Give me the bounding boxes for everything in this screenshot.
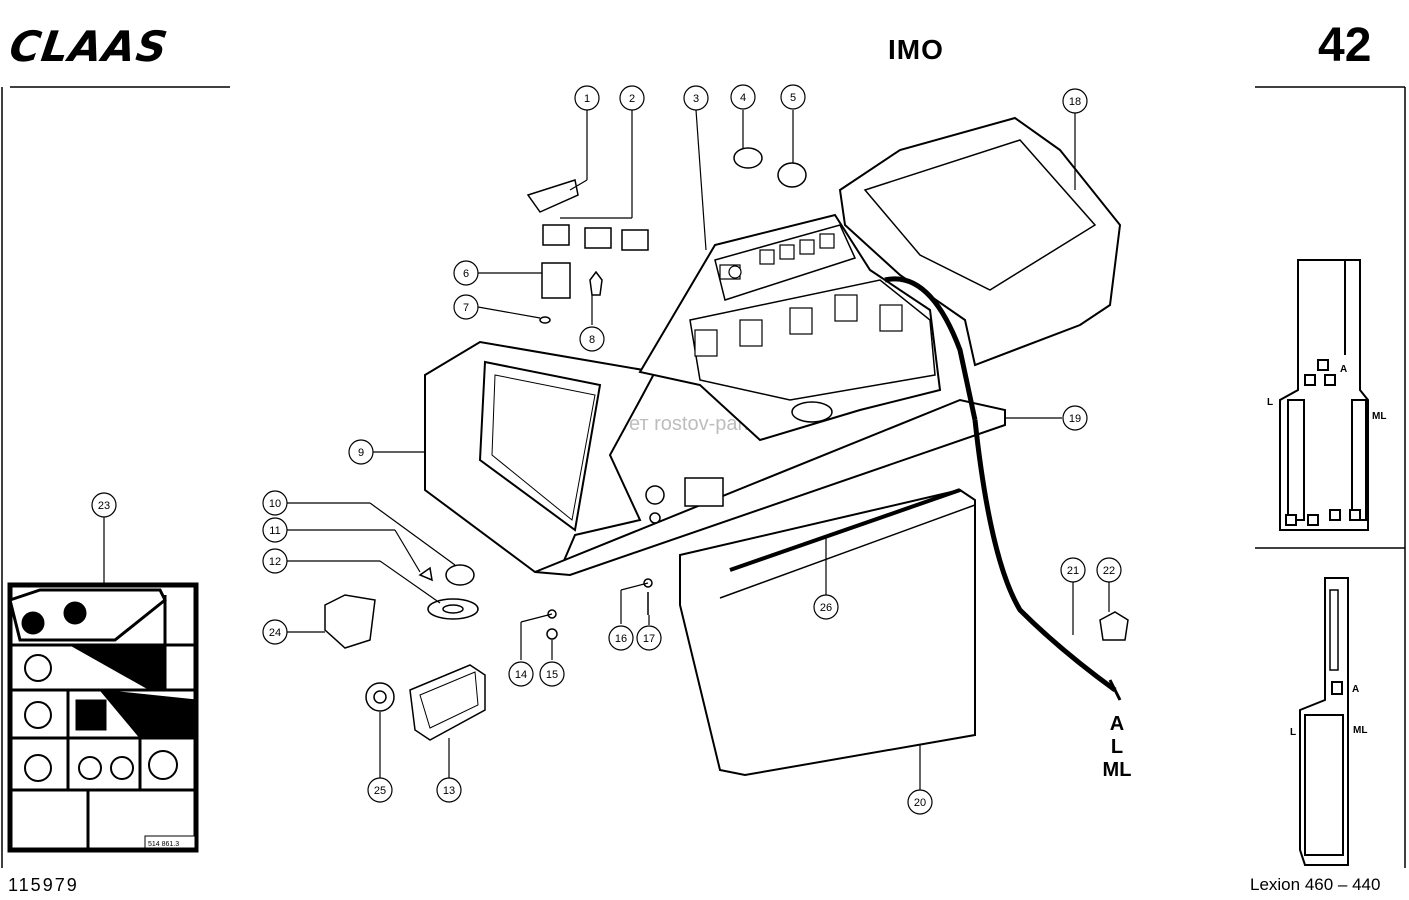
callout-20 — [907, 789, 933, 815]
callout-14 — [508, 661, 534, 687]
upper-schematic-a: A — [1340, 364, 1347, 375]
callout-7 — [453, 294, 479, 320]
svg-text:5: 5 — [790, 92, 796, 104]
cable — [972, 419, 1117, 693]
callouts — [103, 109, 1110, 790]
connector-label-l: L — [1111, 736, 1123, 758]
svg-text:17: 17 — [643, 633, 655, 645]
svg-text:4: 4 — [740, 92, 746, 104]
callout-13 — [436, 777, 462, 803]
callout-12 — [262, 548, 288, 574]
console-assembly — [424, 116, 1122, 777]
callout-16 — [608, 625, 634, 651]
section-title: IMO — [888, 34, 944, 65]
connector-label-ml: ML — [1103, 759, 1132, 781]
schematic-lower — [1299, 577, 1349, 866]
callout-24 — [262, 619, 288, 645]
svg-text:10: 10 — [269, 498, 281, 510]
svg-text:21: 21 — [1067, 565, 1079, 577]
callout-17 — [636, 625, 662, 651]
callout-21 — [1060, 557, 1086, 583]
callout-3 — [683, 85, 709, 111]
callout-1 — [574, 85, 600, 111]
lower-schematic-l: L — [1290, 727, 1296, 738]
model-label: Lexion 460 – 440 — [1250, 875, 1381, 894]
callout-4 — [730, 84, 756, 110]
document-number: 115979 — [8, 875, 79, 895]
svg-text:12: 12 — [269, 556, 281, 568]
panel-label: 514 861.3 — [148, 841, 179, 848]
upper-schematic-l: L — [1267, 397, 1273, 408]
callout-5 — [780, 84, 806, 110]
svg-text:2: 2 — [629, 93, 635, 105]
callout-15 — [539, 661, 565, 687]
callout-25 — [367, 777, 393, 803]
svg-text:23: 23 — [98, 500, 110, 512]
svg-text:19: 19 — [1069, 413, 1081, 425]
callout-10 — [262, 490, 288, 516]
svg-text:20: 20 — [914, 797, 926, 809]
frame — [1, 86, 1406, 868]
small-parts — [324, 147, 1129, 741]
svg-text:3: 3 — [693, 93, 699, 105]
upper-schematic-ml: ML — [1372, 411, 1386, 422]
page-number: 42 — [1318, 19, 1372, 72]
callout-numbers: 1 2 3 4 5 6 7 8 9 10 11 12 13 14 15 16 1… — [98, 92, 1115, 809]
svg-text:25: 25 — [374, 785, 386, 797]
svg-text:8: 8 — [589, 334, 595, 346]
svg-text:24: 24 — [269, 627, 281, 639]
lower-schematic-a: A — [1352, 684, 1359, 695]
svg-text:6: 6 — [463, 268, 469, 280]
lower-schematic-ml: ML — [1353, 725, 1367, 736]
svg-text:13: 13 — [443, 785, 455, 797]
callout-6 — [453, 260, 479, 286]
connector-label-a: A — [1110, 713, 1124, 735]
svg-text:22: 22 — [1103, 565, 1115, 577]
svg-text:15: 15 — [546, 669, 558, 681]
svg-text:16: 16 — [615, 633, 627, 645]
svg-text:14: 14 — [515, 669, 527, 681]
callout-8 — [579, 326, 605, 352]
callout-22 — [1096, 557, 1122, 583]
callout-circles — [91, 84, 1122, 815]
schematic-upper — [1279, 259, 1369, 531]
panel-decal — [7, 582, 199, 853]
svg-text:18: 18 — [1069, 96, 1081, 108]
callout-9 — [348, 439, 374, 465]
callout-11 — [262, 517, 288, 543]
svg-text:9: 9 — [358, 447, 364, 459]
callout-26 — [813, 594, 839, 620]
callout-2 — [619, 85, 645, 111]
callout-18 — [1062, 88, 1088, 114]
svg-text:7: 7 — [463, 302, 469, 314]
callout-23 — [91, 492, 117, 518]
callout-19 — [1062, 405, 1088, 431]
svg-text:1: 1 — [584, 93, 590, 105]
svg-text:26: 26 — [820, 602, 832, 614]
svg-text:11: 11 — [269, 525, 280, 537]
